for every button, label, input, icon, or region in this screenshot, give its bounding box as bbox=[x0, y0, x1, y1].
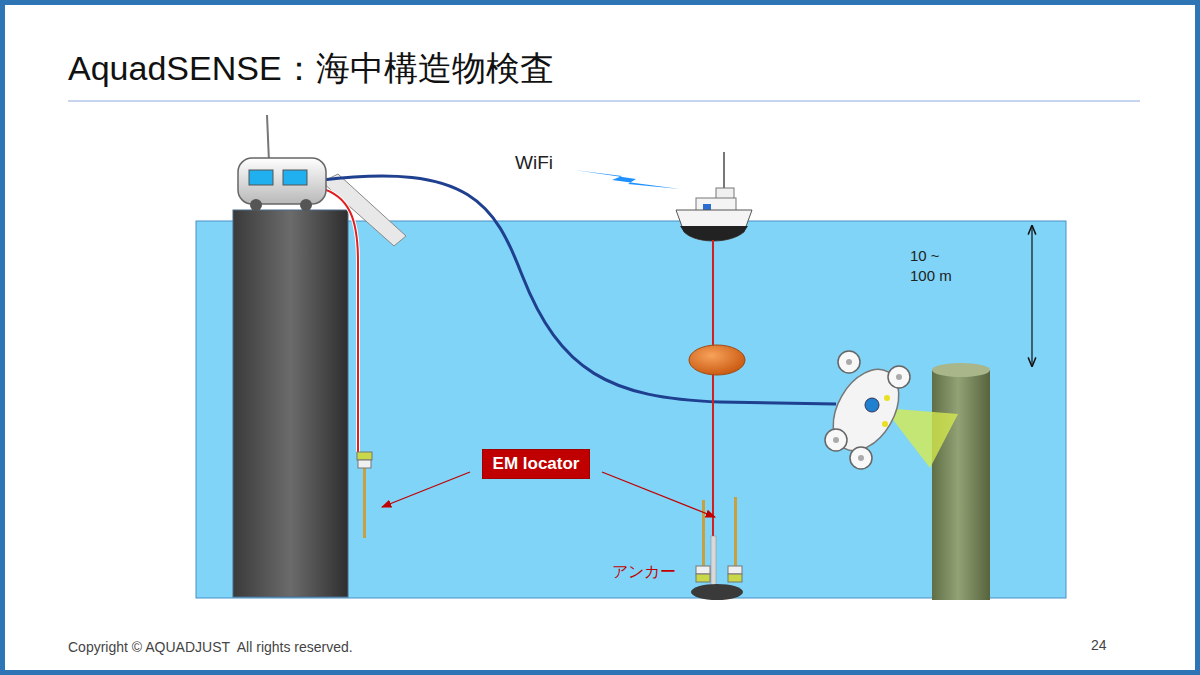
wifi-bolt bbox=[574, 170, 680, 189]
anchor bbox=[696, 574, 710, 582]
anchor bbox=[702, 500, 705, 568]
title-rule bbox=[68, 100, 1140, 101]
pillar bbox=[932, 363, 990, 377]
rov bbox=[825, 351, 910, 469]
rov bbox=[850, 447, 872, 469]
rov bbox=[846, 359, 852, 365]
anchor bbox=[696, 566, 710, 574]
depth-arrow bbox=[1031, 226, 1032, 366]
red-cable bbox=[320, 188, 358, 452]
van bbox=[238, 158, 326, 204]
wifi-label: WiFi bbox=[515, 150, 553, 176]
copyright: Copyright © AQUADJUST All rights reserve… bbox=[68, 638, 353, 657]
anchor bbox=[691, 584, 743, 600]
van bbox=[300, 199, 312, 211]
em-locator-sensor bbox=[363, 466, 366, 538]
anchor bbox=[728, 566, 742, 574]
rov bbox=[865, 398, 879, 412]
boat bbox=[676, 152, 752, 241]
van bbox=[267, 115, 269, 162]
anchor bbox=[691, 497, 743, 600]
em-locator-sensor bbox=[357, 452, 372, 538]
anchor bbox=[711, 536, 716, 588]
light-cone bbox=[884, 408, 958, 468]
red-cable bbox=[320, 188, 358, 452]
boat bbox=[680, 226, 748, 241]
rov bbox=[858, 455, 864, 461]
van bbox=[283, 170, 307, 185]
van bbox=[250, 199, 262, 211]
blue-cable bbox=[322, 176, 836, 404]
rov bbox=[896, 374, 902, 380]
leader-arrow bbox=[602, 472, 715, 517]
box-label: EM locator bbox=[493, 454, 580, 474]
ramp bbox=[322, 174, 406, 246]
rov bbox=[888, 366, 910, 388]
rov bbox=[820, 358, 912, 462]
pier bbox=[233, 210, 348, 597]
mooring-line bbox=[712, 240, 714, 560]
slide-title: AquadSENSE：海中構造物検査 bbox=[68, 46, 554, 92]
page-number: 24 bbox=[1091, 636, 1107, 655]
van bbox=[238, 115, 326, 211]
ramp bbox=[322, 174, 406, 246]
wifi-bolt bbox=[574, 170, 680, 189]
title-rule bbox=[68, 101, 1140, 102]
rov bbox=[820, 358, 912, 462]
pier bbox=[233, 210, 348, 597]
boat bbox=[676, 210, 752, 241]
mooring-line bbox=[713, 240, 714, 560]
rov bbox=[833, 359, 902, 461]
slide-frame bbox=[3, 3, 1198, 673]
leader-arrow bbox=[382, 472, 470, 507]
pillar bbox=[932, 363, 990, 600]
rov bbox=[820, 351, 912, 469]
blue-cable bbox=[322, 176, 836, 404]
rov bbox=[825, 429, 847, 451]
van bbox=[249, 170, 273, 185]
pillar bbox=[932, 370, 990, 600]
buoy bbox=[689, 345, 745, 375]
anchor-label: アンカー bbox=[612, 561, 676, 583]
depth-label: 10 ~ 100 m bbox=[910, 246, 962, 287]
red-cable bbox=[320, 188, 358, 452]
rov bbox=[838, 351, 860, 373]
anchor bbox=[728, 574, 742, 582]
rov bbox=[833, 437, 839, 443]
depth-arrow bbox=[1032, 226, 1033, 366]
anchor bbox=[734, 497, 737, 568]
rov bbox=[882, 421, 888, 427]
rov bbox=[884, 395, 890, 401]
slide-frame bbox=[3, 3, 1198, 673]
em-locator-sensor bbox=[357, 452, 372, 460]
em-locator-sensor bbox=[358, 460, 371, 468]
buoy bbox=[689, 345, 745, 375]
em-locator-box: EM locator bbox=[482, 449, 591, 479]
light-cone bbox=[884, 408, 958, 468]
